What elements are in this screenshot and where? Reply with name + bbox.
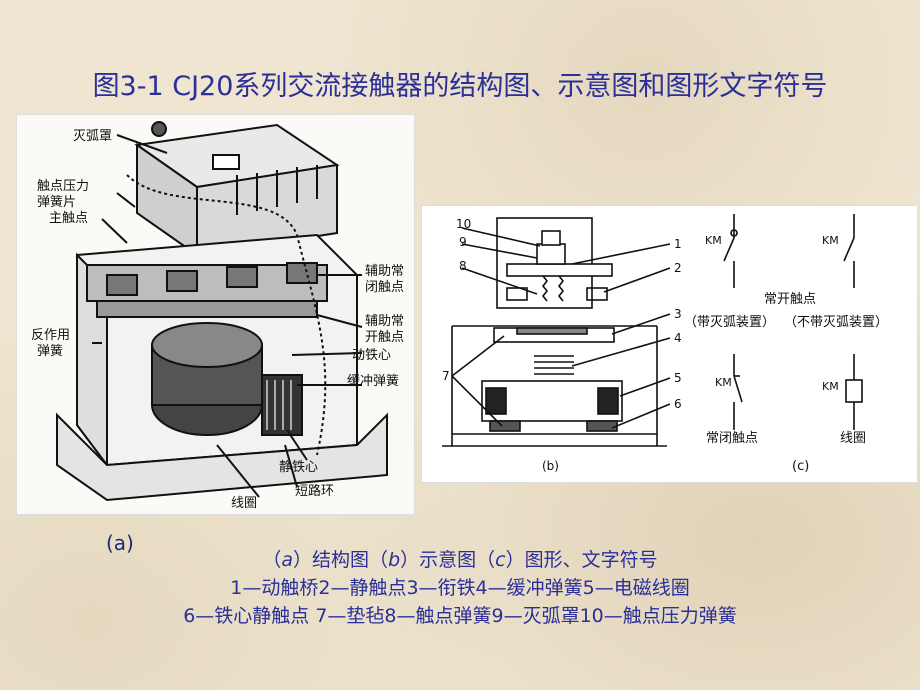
km-label-3: KM [715,376,732,389]
label-main-contact: 主触点 [49,211,88,226]
label-moving-core: 动铁心 [352,348,391,363]
caption-schematic: ）示意图（ [400,549,496,571]
num-10: 10 [456,217,471,231]
num-6: 6 [674,397,682,411]
caption-b: b [388,549,401,571]
caption-line-3: 6—铁心静触点 7—垫毡8—触点弹簧9—灭弧罩10—触点压力弹簧 [183,605,737,627]
caption-c: (c) [792,459,809,474]
caption-line-2: 1—动触桥2—静触点3—衔铁4—缓冲弹簧5—电磁线圈 [230,577,690,599]
caption-a: a [281,549,294,571]
structure-figure: 灭弧罩 触点压力 弹簧片 主触点 辅助常 闭触点 辅助常 开触点 动铁心 缓冲弹… [16,114,415,515]
caption-line-1: （a）结构图（b）示意图（c）图形、文字符号 [0,545,920,572]
normally-open-label: 常开触点 [764,292,816,307]
num-2: 2 [674,261,682,275]
km-label-1: KM [705,234,722,247]
num-9: 9 [459,235,467,249]
num-7: 7 [442,369,450,383]
caption-c: c [495,549,506,571]
schematic-and-symbol-figure: 10 9 8 7 1 2 3 4 5 6 (b) [421,205,918,483]
label-coil: 线圈 [231,496,257,511]
num-5: 5 [674,371,682,385]
caption-structure: ）结构图（ [293,549,389,571]
label-aux-nc-1: 辅助常 [365,264,404,279]
without-arc-label: （不带灭弧装置） [784,315,888,330]
num-4: 4 [674,331,682,345]
num-1: 1 [674,237,682,251]
label-aux-no-1: 辅助常 [365,314,404,329]
km-label-2: KM [822,234,839,247]
label-aux-no-2: 开触点 [365,330,404,345]
caption-b: (b) [542,459,559,473]
num-8: 8 [459,259,467,273]
label-aux-nc-2: 闭触点 [365,280,404,295]
contactor-structure-drawing: 灭弧罩 触点压力 弹簧片 主触点 辅助常 闭触点 辅助常 开触点 动铁心 缓冲弹… [31,121,404,511]
normally-closed-label: 常闭触点 [706,431,758,446]
label-reaction-spring-1: 反作用 [31,328,70,343]
caption-open-paren: （ [262,549,282,571]
with-arc-label: （带灭弧装置） [684,315,775,330]
label-static-core: 静铁心 [279,460,318,475]
panel-label-a: (a) [106,531,134,555]
caption-symbols: ）图形、文字符号 [505,549,658,571]
slide-title: 图3-1 CJ20系列交流接触器的结构图、示意图和图形文字符号 [92,71,828,102]
label-buffer-spring: 缓冲弹簧 [347,373,399,389]
num-3: 3 [674,307,682,321]
label-reaction-spring-2: 弹簧 [37,343,63,359]
schematic-drawing: 10 9 8 7 1 2 3 4 5 6 (b) [442,214,888,474]
label-spring-leaf: 弹簧片 [37,194,76,210]
coil-label: 线圈 [840,431,866,446]
label-contact-pressure: 触点压力 [37,179,89,194]
km-label-4: KM [822,380,839,393]
label-shading-ring: 短路环 [295,483,334,499]
label-arc-chute: 灭弧罩 [73,129,112,144]
